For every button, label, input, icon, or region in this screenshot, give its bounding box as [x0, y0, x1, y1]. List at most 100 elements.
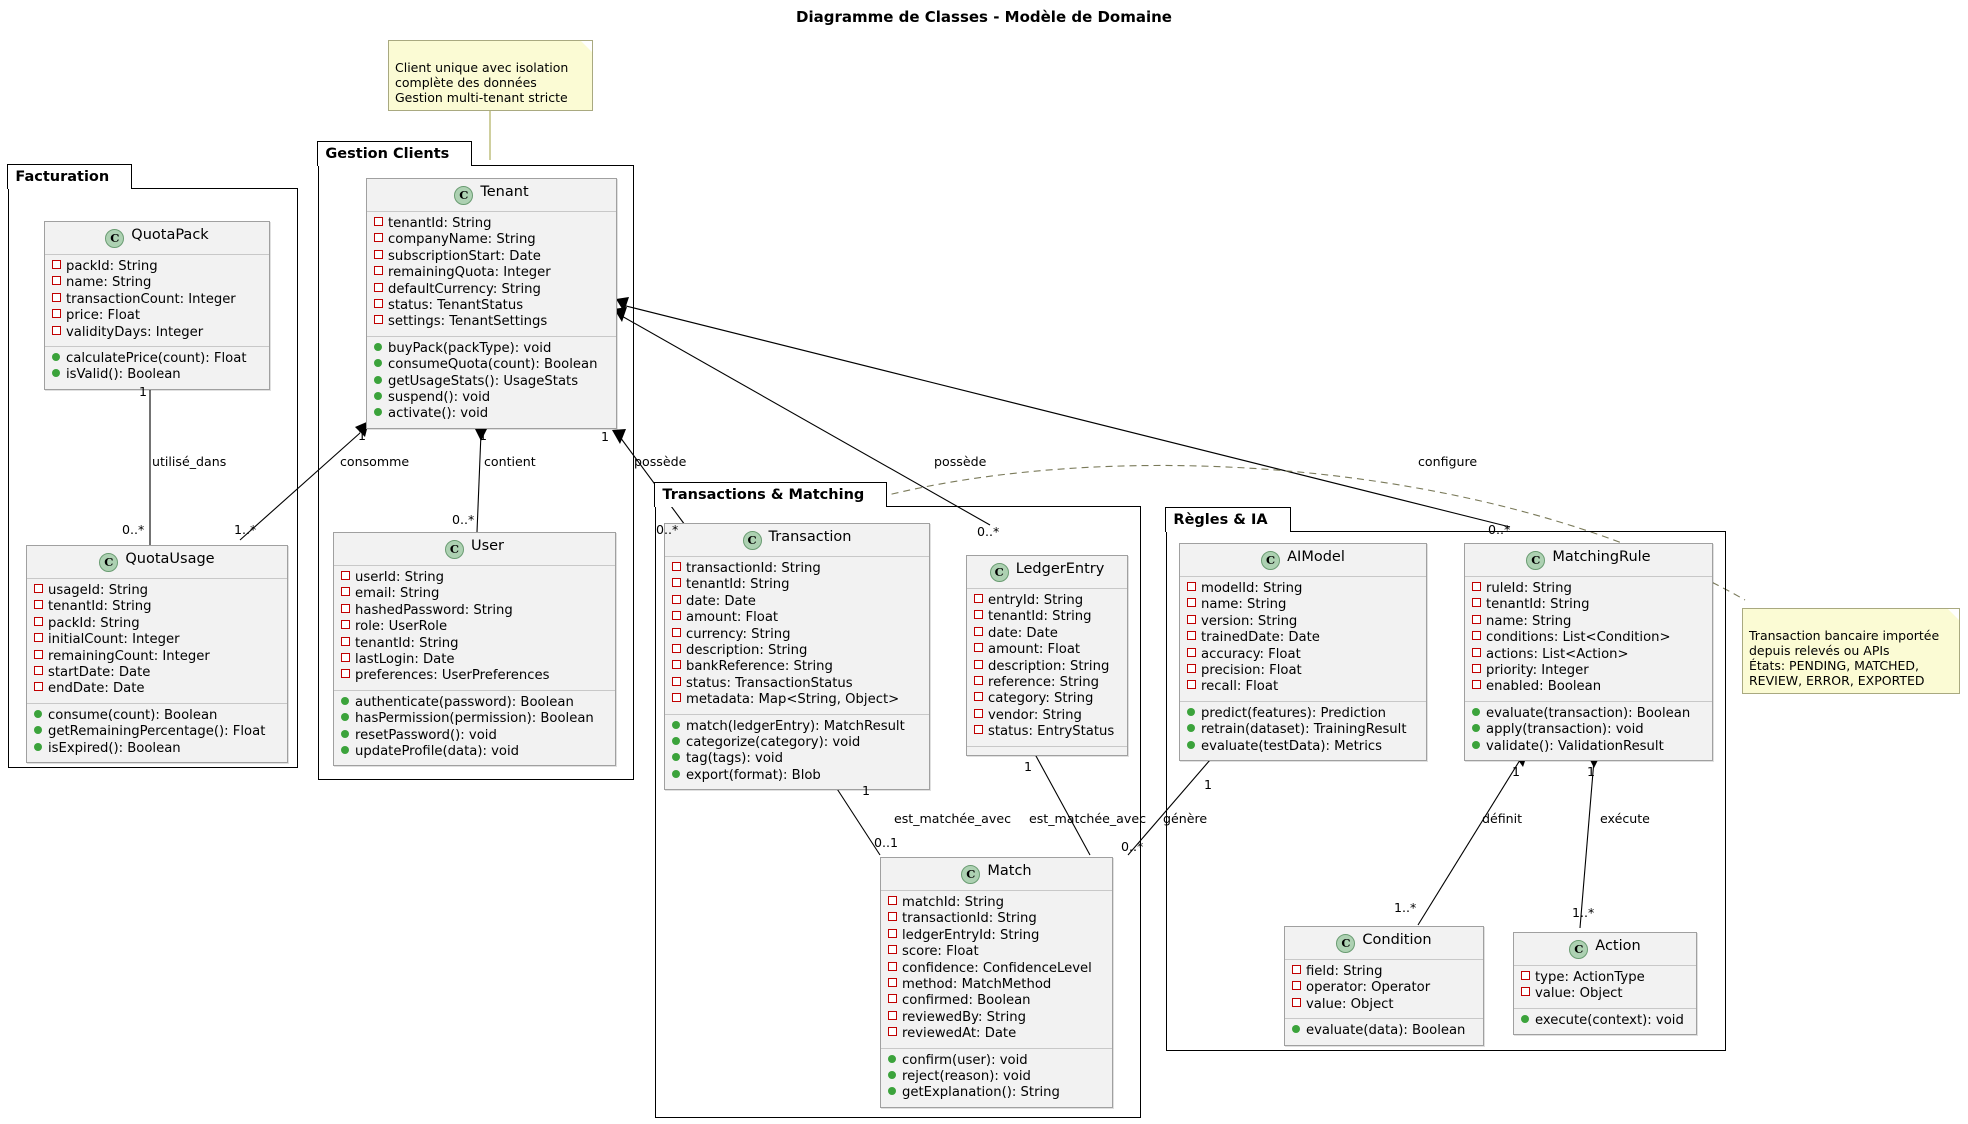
field-label: modelId: String [1201, 581, 1303, 596]
method-label: activate(): void [388, 406, 489, 422]
class-ledgerentry-name: LedgerEntry [1015, 561, 1105, 577]
field-label: reference: String [988, 675, 1099, 691]
field-marker-icon [1472, 663, 1486, 679]
field-label: userId: String [355, 570, 445, 585]
field-label: transactionId: String [686, 561, 821, 576]
field-row: date: Date [672, 594, 921, 610]
class-transaction-name: Transaction [768, 529, 852, 545]
field-marker-icon [374, 314, 388, 330]
class-quotausage-name: QuotaUsage [125, 551, 215, 567]
field-row: reviewedAt: Date [888, 1026, 1104, 1042]
field-label: email: String [355, 586, 440, 602]
field-label: score: Float [902, 944, 979, 960]
field-marker-icon [974, 593, 988, 609]
relation-mult-tenant-user-source: 1 [479, 428, 488, 443]
field-marker-icon [888, 993, 902, 1009]
field-row: preferences: UserPreferences [341, 668, 607, 684]
method-marker-icon [888, 1085, 902, 1101]
field-marker-icon [1472, 679, 1486, 695]
field-label: packId: String [66, 259, 158, 274]
class-match-name: Match [987, 863, 1032, 879]
field-row: operator: Operator [1292, 980, 1475, 996]
field-row: tenantId: String [1472, 597, 1704, 613]
field-marker-icon [974, 675, 988, 691]
field-row: amount: Float [672, 610, 921, 626]
method-label: evaluate(data): Boolean [1306, 1023, 1466, 1039]
field-marker-icon [672, 676, 686, 692]
field-row: precision: Float [1187, 663, 1418, 679]
field-label: endDate: Date [48, 681, 145, 697]
field-label: currency: String [686, 626, 791, 642]
field-marker-icon [1472, 647, 1486, 663]
field-marker-icon [374, 216, 388, 232]
method-row: confirm(user): void [888, 1053, 1104, 1069]
field-label: tenantId: String [686, 577, 790, 593]
field-marker-icon [52, 308, 66, 324]
field-row: name: String [1187, 597, 1418, 613]
method-row: calculatePrice(count): Float [52, 351, 261, 367]
field-row: userId: String [341, 570, 607, 586]
class-tenant-methods: buyPack(packType): void consumeQuota(cou… [367, 335, 616, 428]
method-row: categorize(category): void [672, 735, 921, 751]
field-row: validityDays: Integer [52, 325, 261, 341]
field-label: name: String [1201, 597, 1287, 613]
field-label: name: String [1486, 613, 1572, 629]
method-marker-icon [34, 708, 48, 724]
class-matchingrule-fields: ruleId: String tenantId: String name: St… [1465, 577, 1712, 701]
class-stereotype-icon: C [1261, 551, 1281, 570]
field-marker-icon [672, 643, 686, 659]
package-facturation-label: Facturation [7, 164, 133, 190]
method-marker-icon [341, 695, 355, 711]
field-row: enabled: Boolean [1472, 679, 1704, 695]
field-marker-icon [374, 265, 388, 281]
field-label: operator: Operator [1306, 980, 1431, 996]
field-row: defaultCurrency: String [374, 282, 608, 298]
class-matchingrule-name: MatchingRule [1552, 549, 1651, 565]
field-row: matchId: String [888, 895, 1104, 911]
field-row: subscriptionStart: Date [374, 249, 608, 265]
field-marker-icon [888, 961, 902, 977]
field-row: tenantId: String [672, 577, 921, 593]
field-row: description: String [672, 643, 921, 659]
method-label: buyPack(packType): void [388, 340, 552, 356]
field-label: ledgerEntryId: String [902, 927, 1040, 943]
field-row: confidence: ConfidenceLevel [888, 961, 1104, 977]
method-row: buyPack(packType): void [374, 341, 608, 357]
relation-mult-tenant-transaction-target: 0..* [656, 522, 679, 537]
class-ledgerentry-methods [967, 745, 1127, 755]
class-user-fields: userId: String email: String hashedPassw… [334, 566, 615, 690]
field-marker-icon [341, 570, 355, 586]
relation-mult-matchingrule-condition-target: 1..* [1394, 900, 1417, 915]
field-marker-icon [341, 619, 355, 635]
field-marker-icon [1292, 980, 1306, 996]
field-label: settings: TenantSettings [388, 314, 548, 330]
field-marker-icon [974, 708, 988, 724]
field-label: transactionId: String [902, 911, 1037, 927]
field-row: tenantId: String [34, 599, 279, 615]
field-row: description: String [974, 659, 1119, 675]
field-label: field: String [1306, 964, 1383, 979]
package-transactions-matching-label: Transactions & Matching [654, 482, 888, 508]
method-label: predict(features): Prediction [1201, 705, 1386, 721]
class-aimodel-fields: modelId: String name: String version: St… [1180, 577, 1426, 701]
method-marker-icon [34, 741, 48, 757]
relation-label-consomme: consomme [340, 454, 410, 469]
method-marker-icon [341, 728, 355, 744]
package-transactions-matching: Transactions & Matching [654, 482, 1141, 1118]
relation-mult-aimodel-match-source: 1 [1204, 777, 1213, 792]
